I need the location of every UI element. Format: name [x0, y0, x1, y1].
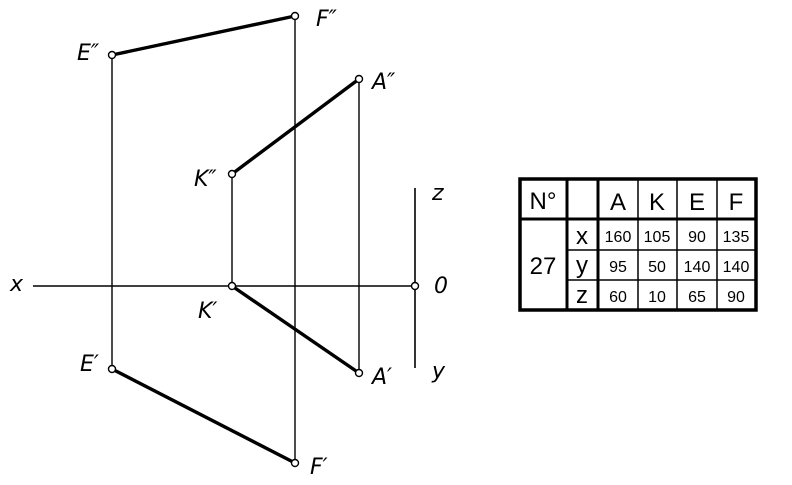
- segment-ka-horizontal: [231, 284, 360, 375]
- point-e1: [107, 364, 117, 374]
- label-axis-y: y: [431, 359, 446, 384]
- label-e1: E′: [80, 352, 99, 377]
- label-k1: K′: [198, 299, 217, 324]
- label-a1: A′: [370, 365, 392, 390]
- point-k2: [227, 169, 237, 179]
- table-cell: 105: [644, 229, 671, 246]
- segment-ef-horizontal: [111, 367, 296, 465]
- table-cell: 95: [609, 259, 627, 276]
- table-axis-y: y: [576, 252, 588, 279]
- segment-ka-frontal: [230, 77, 361, 176]
- table-cell: 140: [723, 259, 750, 276]
- label-axis-x: x: [9, 272, 24, 297]
- label-f2: F″: [316, 7, 338, 32]
- table-header-e: E: [689, 189, 705, 216]
- coordinates-table: N° 27 A K E F x y z 160 105 90 135 95 50…: [518, 177, 758, 312]
- table-cell: 50: [648, 259, 666, 276]
- table-no-label: N°: [530, 188, 557, 215]
- point-e2: [107, 50, 117, 60]
- table-cell: 90: [688, 229, 706, 246]
- label-k2: K″: [194, 167, 217, 192]
- table-header-f: F: [729, 189, 744, 216]
- point-k1: [227, 281, 237, 291]
- table-cell: 90: [727, 289, 745, 306]
- label-e2: E″: [77, 41, 100, 66]
- point-a1: [354, 368, 364, 378]
- label-f1: F′: [310, 455, 328, 480]
- table-cell: 10: [648, 289, 666, 306]
- table-cell: 140: [684, 259, 711, 276]
- point-f1: [290, 458, 300, 468]
- table-axis-z: z: [576, 282, 588, 309]
- point-origin: [410, 281, 420, 291]
- table-cell: 65: [688, 289, 706, 306]
- table-variant: 27: [530, 253, 557, 280]
- point-f2: [290, 11, 300, 21]
- point-a2: [354, 74, 364, 84]
- table-cell: 160: [605, 229, 632, 246]
- table-cell: 135: [723, 229, 750, 246]
- label-a2: A″: [370, 70, 396, 95]
- segment-ef-frontal: [111, 14, 296, 57]
- label-origin: 0: [434, 274, 448, 299]
- table-header-k: K: [649, 189, 665, 216]
- label-axis-z: z: [431, 181, 444, 206]
- table-axis-x: x: [576, 223, 588, 250]
- table-header-a: A: [610, 189, 626, 216]
- table-cell: 60: [609, 289, 627, 306]
